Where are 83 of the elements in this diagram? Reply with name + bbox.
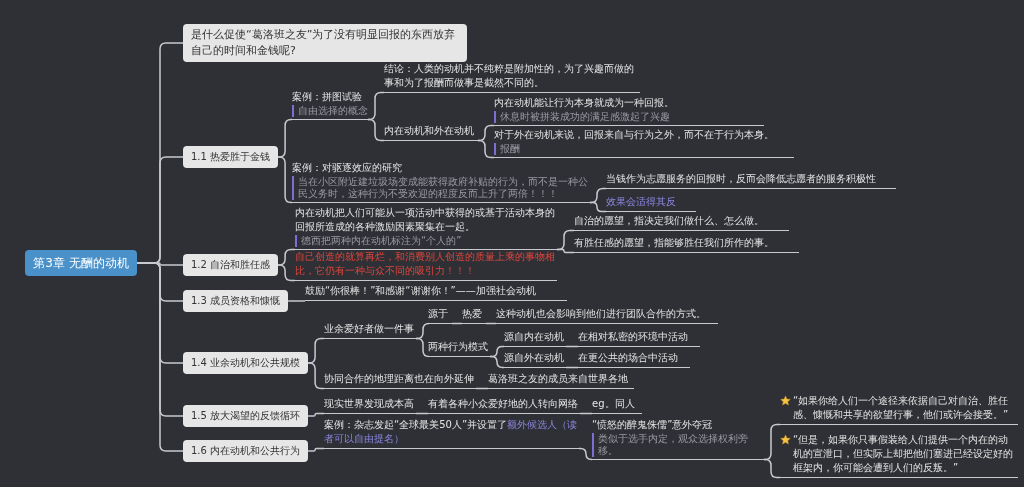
topic-text: 内在动机能让行为本身就成为一种回报。: [494, 96, 675, 110]
topic-node: [496, 307, 718, 324]
topic-node: [292, 90, 368, 120]
topic-node: [780, 394, 1018, 425]
note-text: 德西把两种内在动机标注为“个人的”: [295, 235, 557, 247]
topic-text: 内在动机把人们可能从一项活动中获得的或基于活动本身的回报所造成的各种激励因素聚集在一起。: [295, 206, 556, 234]
topic-text: 内在动机和外在动机: [384, 124, 475, 138]
topic-node: [574, 236, 799, 253]
topic-text: 现实世界发现成本高: [324, 397, 415, 411]
topic-text: 源自内在动机: [504, 330, 565, 344]
topic-text: 协同合作的地理距离也在向外延伸: [324, 372, 475, 386]
topic-text: 在更公共的场合中活动: [578, 351, 679, 365]
topic-node: [606, 172, 896, 189]
branch-connector: [451, 322, 463, 325]
topic-node: [592, 397, 642, 414]
topic-node: [488, 372, 634, 389]
branch-connector: [485, 322, 497, 325]
topic-text: 结论：人类的动机并不纯粹是附加性的，为了兴趣而做的事和为了报酬而做事是截然不同的。: [384, 62, 635, 90]
topic-box: 1.1 热爱胜于金钱: [183, 146, 279, 168]
branch-connector: [307, 412, 325, 417]
note-text: 类似于选手内定，观众选择权利旁移。: [592, 433, 764, 457]
branch-connector: [579, 412, 593, 415]
branch-connector: [307, 447, 325, 452]
branch-connector: [589, 201, 607, 213]
branch-connector: [489, 355, 505, 369]
note-text: 报酬: [494, 143, 794, 155]
topic-text: eg。同人: [592, 397, 636, 411]
topic-node: [578, 351, 690, 368]
quote-text: “但是，如果你只事假装给人们提供一个内在的动机的宣泄口，但实际上却把他们塞进已经设定好的框架内，你可能会遭到人们的反叛。”: [793, 433, 1014, 475]
topic-node: [305, 284, 567, 301]
topic-text: 业余爱好者做一件事: [324, 322, 415, 336]
topic-text: 案例：拼图试验: [292, 90, 363, 104]
topic-box: 1.4 业余动机和公共规模: [183, 352, 309, 374]
topic-text: 源于: [428, 307, 449, 321]
branch-connector: [477, 139, 495, 159]
topic-text: 有着各种小众爱好地的人转向网络: [428, 397, 579, 411]
topic-box: 1.2 自治和胜任感: [183, 254, 279, 276]
topic-text: 葛洛班之友的成员来自世界各地: [488, 372, 629, 386]
branch-connector: [556, 248, 575, 254]
topic-box: 1.3 成员资格和慷慨: [183, 290, 289, 312]
quote-text: “如果你给人们一个途径来依据自己对自治、胜任感、慷慨和共享的欲望行事，他们或许会接受。”: [793, 394, 1010, 422]
topic-node: [578, 330, 700, 347]
topic-box: 是什么促使“葛洛班之友”为了没有明显回报的东西放弃自己的时间和金钱呢?: [183, 24, 467, 62]
topic-text: 自己创造的就算再烂，和消费别人创造的质量上乘的事物相比，它仍有一种与众不同的吸引力！！！: [295, 250, 556, 278]
topic-text: “愤怒的醉鬼侏儒”意外夺冠: [592, 418, 714, 432]
branch-connector: [277, 156, 293, 204]
root-topic-box: 第3章 无酬的动机: [25, 250, 137, 276]
branch-connector: [578, 447, 593, 461]
branch-connector: [136, 262, 184, 452]
topic-box: 1.5 放大渴望的反馈循环: [183, 405, 309, 427]
branch-connector: [763, 458, 781, 479]
topic-text: 效果会适得其反: [606, 195, 677, 209]
note-text: 当在小区附近建垃圾场变成能获得政府补贴的行为，而不是一种公民义务时，这种行为不受欢迎的程度反而上升了两倍！！！: [292, 176, 590, 200]
topic-node: [494, 128, 794, 158]
topic-node: [574, 214, 789, 231]
topic-text: 鼓励“你很棒！”和感谢“谢谢你！”——加强社会动机: [305, 284, 537, 298]
branch-connector: [565, 366, 579, 369]
note-text: 休息时被拼装成功的满足感激起了兴趣: [494, 111, 764, 123]
topic-node: [494, 96, 764, 126]
branch-connector: [475, 387, 489, 390]
branch-connector: [287, 300, 306, 302]
topic-text: 热爱: [462, 307, 483, 321]
topic-text: 对于外在动机来说，回报来自与行为之外，而不在于行为本身。: [494, 128, 775, 142]
topic-node: [606, 195, 696, 212]
topic-text: 自治的愿望，指决定我们做什么、怎么做。: [574, 214, 765, 228]
topic-text: 源自外在动机: [504, 351, 565, 365]
topic-text: 案例：对驱逐效应的研究: [292, 161, 403, 175]
branch-connector: [277, 264, 296, 282]
branch-connector: [565, 345, 579, 348]
topic-text: 两种行为模式: [428, 340, 489, 354]
topic-text: 当钱作为志愿服务的回报时，反而会降低志愿者的服务积极性: [606, 172, 877, 186]
topic-text: 在相对私密的环境中活动: [578, 330, 689, 344]
branch-connector: [415, 337, 430, 358]
topic-node: [292, 161, 590, 203]
topic-node: [592, 418, 764, 460]
topic-text: 案例：杂志发起“全球最美50人”并设置了额外候选人（读者可以自由提名）: [324, 418, 579, 446]
topic-text: 这种动机也会影响到他们进行团队合作的方式。: [496, 307, 707, 321]
topic-box: 1.6 内在动机和公共行为: [183, 440, 309, 462]
topic-node: [295, 206, 557, 250]
branch-connector: [307, 362, 325, 390]
note-text: 自由选择的概念: [292, 105, 368, 117]
branch-connector: [415, 412, 429, 415]
topic-text: 有胜任感的愿望，指能够胜任我们所作的事。: [574, 236, 775, 250]
